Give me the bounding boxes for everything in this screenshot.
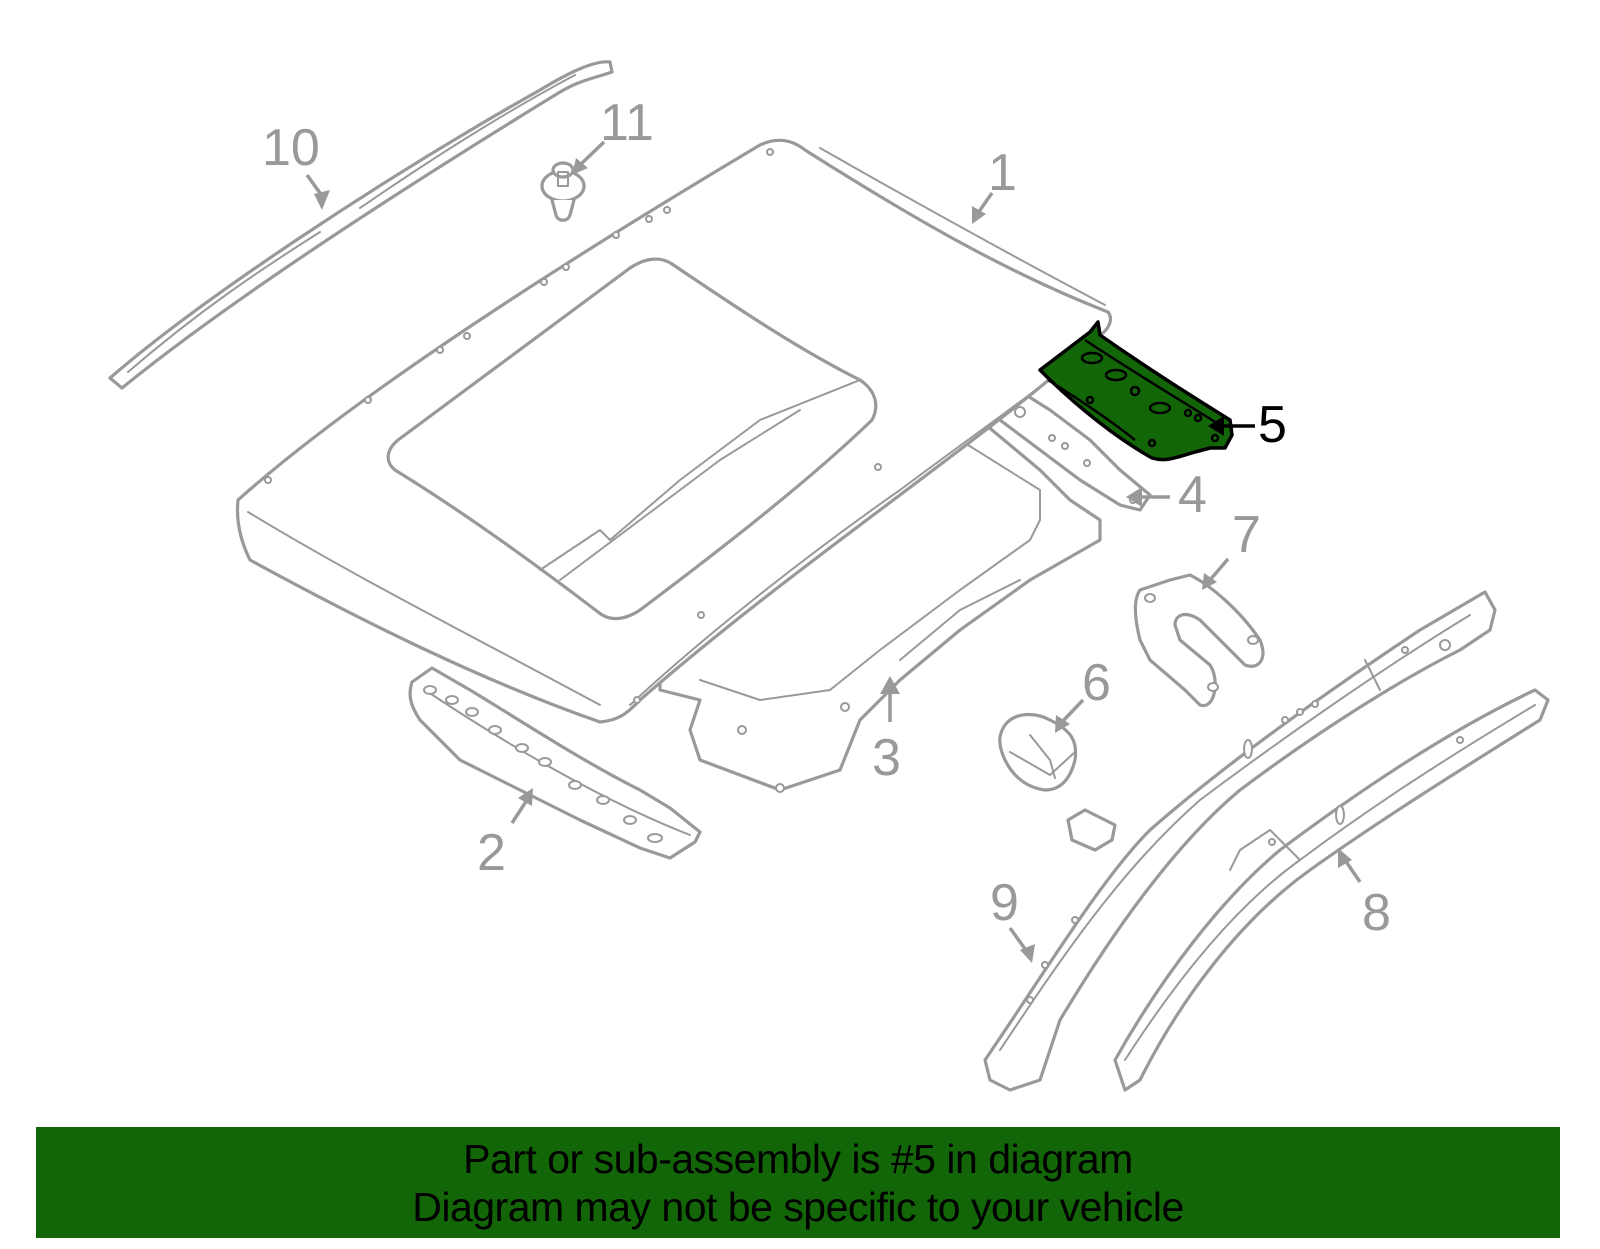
- callout-label-8: 8: [1362, 884, 1391, 942]
- part-3-sunroof-frame: [658, 418, 1102, 793]
- part-1-roof-panel: [235, 138, 1113, 724]
- callout-label-3: 3: [872, 729, 901, 787]
- callout-label-11: 11: [600, 94, 654, 152]
- callout-5: 5: [1208, 396, 1287, 454]
- banner-part-note: Part or sub-assembly is #5 in diagram: [463, 1135, 1133, 1182]
- callout-7: 7: [1202, 506, 1261, 590]
- callout-10: 10: [262, 119, 330, 210]
- part-10-roof-molding: [108, 60, 614, 390]
- callout-label-7: 7: [1232, 506, 1261, 564]
- callout-label-5: 5: [1258, 396, 1287, 454]
- callout-8: 8: [1338, 848, 1391, 942]
- callout-label-9: 9: [990, 874, 1019, 932]
- part-6-bracket: [998, 713, 1078, 792]
- part-2-front-header: [408, 666, 702, 860]
- banner-disclaimer: Diagram may not be specific to your vehi…: [412, 1183, 1184, 1230]
- callout-label-6: 6: [1082, 654, 1111, 712]
- part-9-outer-rail: [983, 590, 1497, 1092]
- part-7-u-bracket: [1133, 573, 1265, 708]
- callout-label-2: 2: [477, 824, 506, 882]
- callout-3: 3: [872, 676, 901, 787]
- callout-label-4: 4: [1178, 466, 1207, 524]
- callout-9: 9: [990, 874, 1035, 963]
- part-11-clip: [540, 161, 586, 222]
- callout-4: 4: [1126, 466, 1207, 524]
- callout-11: 11: [572, 94, 654, 175]
- callout-2: 2: [477, 788, 533, 882]
- callout-1: 1: [972, 144, 1017, 224]
- info-banner: Part or sub-assembly is #5 in diagram Di…: [36, 1127, 1560, 1238]
- callout-6: 6: [1055, 654, 1111, 733]
- part-8-inner-rail: [1113, 688, 1550, 1092]
- part-4-center-bow: [988, 383, 1152, 512]
- callout-label-10: 10: [262, 119, 320, 177]
- part-5-rear-header-highlighted: [1038, 320, 1234, 462]
- callout-label-1: 1: [988, 144, 1017, 202]
